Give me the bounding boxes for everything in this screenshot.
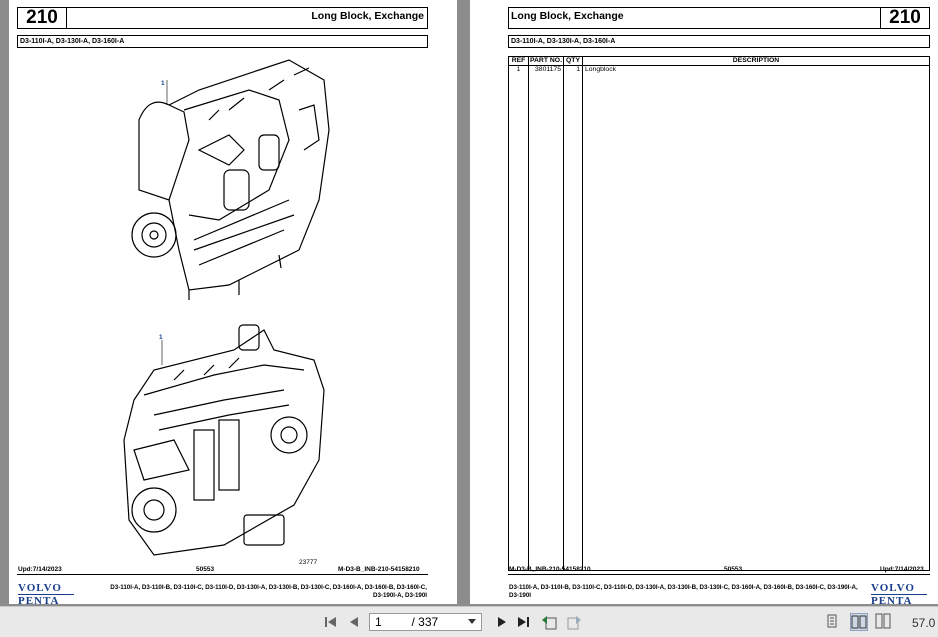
footer-ref: M-D3-B_INB-210-54158210 — [338, 566, 420, 573]
col-ref: REF — [508, 56, 529, 66]
prev-page-button[interactable] — [346, 614, 362, 630]
engine-illustration-bottom — [123, 324, 325, 556]
go-forward-button[interactable] — [565, 614, 583, 630]
document-viewer[interactable]: 210 Long Block, Exchange D3-110I-A, D3-1… — [0, 0, 938, 606]
logo-penta-text: PENTA — [18, 595, 60, 605]
title-box: Long Block, Exchange — [66, 7, 428, 29]
parts-table: REF PART NO. QTY DESCRIPTION 1 3801175 1… — [508, 56, 930, 571]
logo-volvo-text: VOLVO — [871, 582, 915, 594]
prev-page-icon — [350, 617, 358, 627]
footer-date: Upd:7/14/2023 — [18, 566, 62, 573]
engine-illustration-top — [131, 59, 330, 300]
callout-1-top: 1 — [161, 80, 165, 87]
models-box: D3-110I-A, D3-130I-A, D3-160I-A — [17, 35, 428, 48]
cell-part-no: 3801175 — [528, 65, 564, 74]
col-qty: QTY — [563, 56, 583, 66]
cell-description: Longblock — [582, 65, 930, 74]
cell-qty: 1 — [563, 65, 583, 74]
cell-ref: 1 — [508, 65, 529, 74]
page-title: Long Block, Exchange — [311, 10, 424, 22]
table-filler-row — [508, 74, 930, 571]
zoom-level[interactable]: 57.0 — [912, 616, 936, 630]
current-page: 1 — [375, 615, 382, 629]
logo-divider — [18, 594, 74, 595]
two-page-continuous-button[interactable] — [875, 613, 893, 631]
logo-volvo-text: VOLVO — [18, 582, 62, 594]
logo-penta-text: PENTA — [871, 595, 913, 605]
page-number: 210 — [889, 7, 921, 28]
go-back-button[interactable] — [540, 614, 558, 630]
col-part-no: PART NO. — [528, 56, 564, 66]
right-page: Long Block, Exchange 210 D3-110I-A, D3-1… — [470, 0, 938, 604]
callout-1-bottom: 1 — [159, 334, 163, 341]
title-box: Long Block, Exchange — [508, 7, 881, 29]
two-page-continuous-icon — [875, 613, 891, 629]
page-number-box: 210 — [880, 7, 930, 29]
table-row: 1 3801175 1 Longblock — [508, 65, 930, 74]
go-forward-icon — [567, 616, 581, 630]
logo-divider — [871, 594, 927, 595]
footer-models: D3-110I-A, D3-110I-B, D3-110I-C, D3-110I… — [509, 584, 858, 599]
next-page-icon — [498, 617, 506, 627]
page-selector[interactable]: 1 / 337 — [369, 613, 482, 631]
first-page-button[interactable] — [323, 614, 339, 630]
footer-models: D3-110I-A, D3-110I-B, D3-110I-C, D3-110I… — [110, 584, 427, 599]
table-header-row: REF PART NO. QTY DESCRIPTION — [508, 56, 930, 66]
go-back-icon — [542, 616, 557, 630]
page-number: 210 — [26, 7, 58, 28]
two-page-icon — [851, 615, 867, 629]
total-pages: / 337 — [411, 615, 439, 629]
col-description: DESCRIPTION — [582, 56, 930, 66]
footer-date: Upd:7/14/2023 — [880, 566, 924, 573]
next-page-button[interactable] — [494, 614, 510, 630]
page-title: Long Block, Exchange — [511, 10, 624, 22]
footer-code: 50553 — [196, 566, 215, 573]
page-number-box: 210 — [17, 7, 67, 29]
footer-code: 50553 — [724, 566, 743, 573]
last-page-icon — [518, 617, 529, 627]
footer-divider — [508, 574, 930, 575]
two-page-view-button[interactable] — [850, 613, 868, 631]
volvo-penta-logo: VOLVO PENTA — [18, 583, 74, 604]
footer-divider — [17, 574, 428, 575]
first-page-icon — [325, 617, 336, 627]
footer-ref: M-D3-B_INB-210-54158210 — [509, 566, 591, 573]
viewer-toolbar: 1 / 337 57.0 — [0, 606, 938, 637]
models-box: D3-110I-A, D3-130I-A, D3-160I-A — [508, 35, 930, 48]
models-text: D3-110I-A, D3-130I-A, D3-160I-A — [20, 38, 125, 45]
volvo-penta-logo: VOLVO PENTA — [871, 583, 927, 604]
single-page-view-button[interactable] — [824, 613, 842, 631]
last-page-button[interactable] — [515, 614, 531, 630]
single-page-icon — [827, 614, 837, 628]
left-page: 210 Long Block, Exchange D3-110I-A, D3-1… — [9, 0, 457, 604]
dropdown-icon — [467, 619, 476, 624]
illustration-number: 23777 — [299, 559, 318, 566]
models-text: D3-110I-A, D3-130I-A, D3-160I-A — [511, 38, 616, 45]
